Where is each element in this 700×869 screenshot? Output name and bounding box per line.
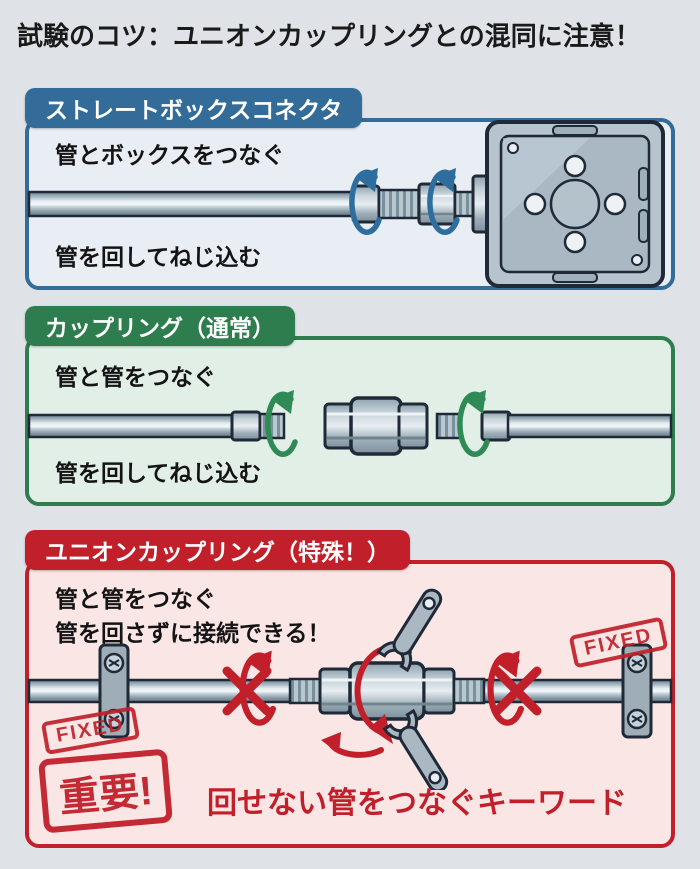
important-stamp: 重要! [38, 748, 174, 834]
section-label-union-coupling: ユニオンカップリング（特殊！） [25, 530, 410, 570]
right-conduit-pipe [435, 410, 673, 442]
caption-connects-pipe-to-pipe: 管と管をつなぐ [55, 586, 216, 612]
conduit-pipe [27, 184, 381, 224]
coupling-fitting [323, 396, 429, 456]
coupling-illustration [27, 336, 673, 506]
caption-screw-by-turning-pipe: 管を回してねじ込む [55, 244, 262, 270]
union-coupling-illustration [27, 580, 673, 790]
union-coupling-fitting [288, 661, 486, 721]
caption-connects-pipe-and-box: 管とボックスをつなぐ [55, 142, 285, 168]
box-connector-illustration [27, 120, 665, 288]
section-straight-box-connector: ストレートボックスコネクタ 管とボックスをつなぐ 管を回してねじ込む [25, 88, 675, 290]
page-title: 試験のコツ：ユニオンカップリングとの混同に注意！ [17, 21, 641, 51]
pipe-clamp-icon [621, 643, 653, 739]
caption-screw-by-turning-pipe: 管を回してねじ込む [55, 460, 262, 486]
caption-connect-without-turning: 管を回さずに接続できる！ [55, 620, 331, 646]
section-union-coupling: ユニオンカップリング（特殊！） 管と管をつなぐ 管を回さずに接続できる！ [25, 530, 675, 848]
section-label-straight-box-connector: ストレートボックスコネクタ [25, 88, 363, 128]
outlet-box [485, 120, 665, 288]
caption-connects-pipe-to-pipe: 管と管をつなぐ [55, 364, 216, 390]
section-coupling-normal: カップリング（通常） 管と管をつなぐ 管を回してねじ込む [25, 306, 675, 506]
wrench-icon [377, 580, 453, 672]
section-label-coupling-normal: カップリング（通常） [25, 306, 295, 346]
left-conduit-pipe [27, 410, 286, 442]
keyword-text: 回せない管をつなぐキーワード [207, 787, 627, 820]
